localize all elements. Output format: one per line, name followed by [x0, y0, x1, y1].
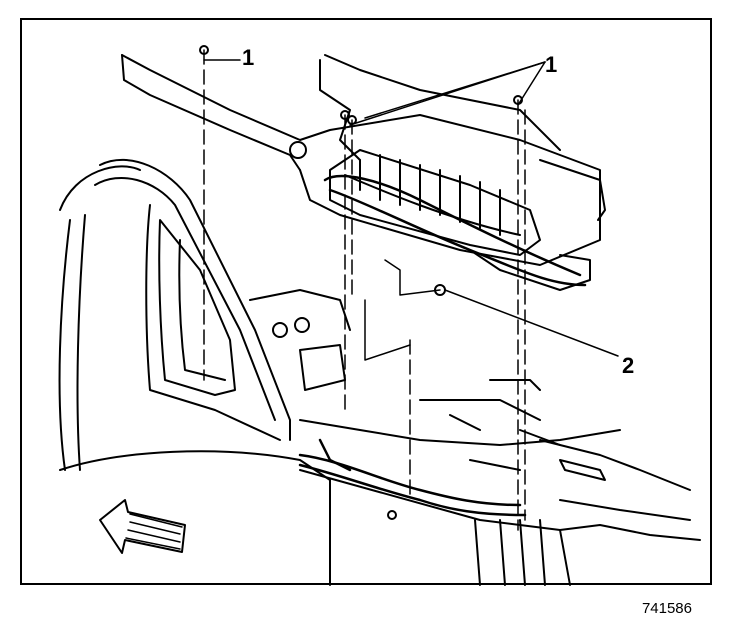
diagram-frame	[20, 18, 712, 585]
rear-compartment	[249, 289, 691, 521]
alignment-lines	[203, 49, 526, 531]
callout-2: 2	[622, 353, 635, 378]
callout-1-left: 1	[242, 45, 255, 70]
overhead-harness	[323, 174, 587, 287]
locator-lines	[203, 59, 619, 361]
fasteners	[199, 45, 523, 520]
roof-rail	[121, 54, 606, 266]
figure-id: 741586	[641, 600, 692, 617]
overhead-console	[289, 141, 591, 291]
arrow-forward-icon	[99, 499, 186, 554]
door-pillar	[58, 159, 291, 471]
lower-trim	[59, 450, 701, 586]
lower-harness	[298, 438, 527, 517]
callout-1-right: 1	[545, 52, 558, 77]
